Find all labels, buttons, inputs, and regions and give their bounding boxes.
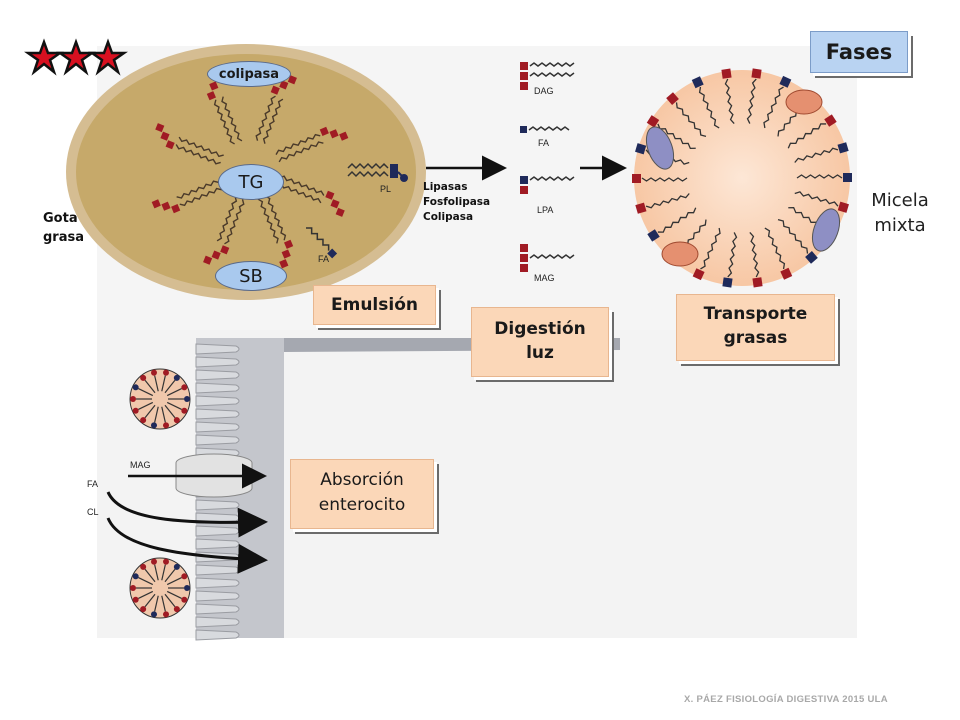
micelle-protein: [811, 208, 841, 252]
sb-label: SB: [215, 261, 287, 291]
fases-box[interactable]: Fases: [810, 31, 908, 73]
product-label-fa: FA: [538, 138, 550, 148]
enzyme-list: Lipasas Fosfolipasa Colipasa: [423, 180, 490, 226]
product-label-mag: MAG: [534, 273, 555, 283]
pl-label: PL: [380, 184, 392, 194]
transporte-grasas-box[interactable]: Transporte grasas: [676, 294, 835, 361]
enzyme-lipasas: Lipasas: [423, 181, 468, 193]
digestion-luz-box[interactable]: Digestión luz: [471, 307, 609, 377]
product-mag: [520, 244, 575, 272]
absorcion-enterocito-box[interactable]: Absorción enterocito: [290, 459, 434, 529]
brush-border: [106, 338, 620, 641]
panel-label-fa: FA: [87, 479, 99, 489]
small-micelle: [129, 557, 191, 619]
micelle-protein: [785, 89, 823, 115]
enzyme-colipasa: Colipasa: [423, 211, 474, 224]
gota-grasa-label: Gota grasa: [43, 211, 84, 245]
product-dag: [520, 62, 575, 90]
product-lpa: [520, 176, 575, 194]
enzyme-fosfolipasa: Fosfolipasa: [423, 196, 491, 209]
micelle-protein: [645, 126, 675, 170]
tg-label: TG: [218, 164, 284, 200]
phospholipid-molecule: [347, 162, 408, 182]
colipasa-label: colipasa: [207, 61, 291, 87]
footer-credit: X. PÁEZ FISIOLOGÍA DIGESTIVA 2015 ULA: [684, 694, 888, 705]
product-label-lpa: LPA: [537, 205, 554, 215]
panel-label-cl: CL: [87, 507, 99, 517]
three-star-icon: [24, 38, 128, 76]
small-micelle: [129, 368, 191, 430]
triglyceride-spokes: [151, 71, 349, 269]
emulsion-box[interactable]: Emulsión: [313, 285, 436, 325]
panel-label-mag: MAG: [130, 460, 151, 470]
product-fa: [520, 126, 570, 133]
micela-mixta-label: Micela mixta: [871, 190, 929, 237]
fa-label: FA: [318, 254, 330, 264]
micelle-protein: [661, 241, 699, 267]
mixed-micelle: [632, 68, 852, 288]
product-label-dag: DAG: [534, 86, 554, 96]
